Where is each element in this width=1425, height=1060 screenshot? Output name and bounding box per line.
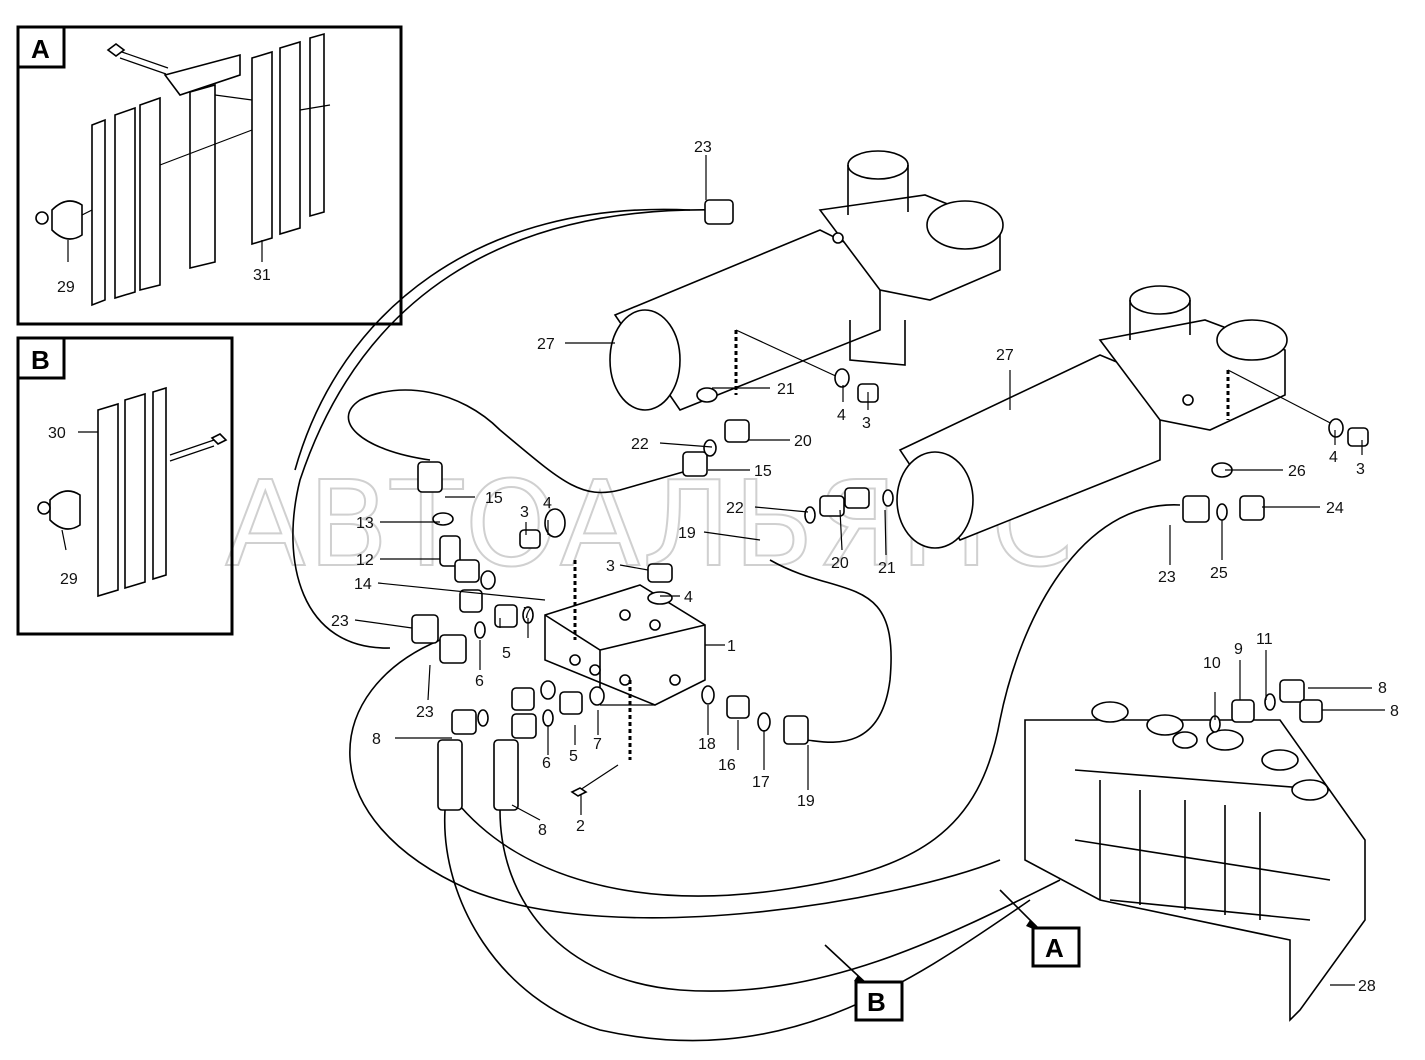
part-label: 26 <box>1288 463 1306 480</box>
part-label: 3 <box>1356 461 1365 478</box>
part-label: 7 <box>523 605 532 622</box>
part-label: 11 <box>1256 631 1273 648</box>
part-label: 16 <box>718 757 736 774</box>
part-label: 7 <box>593 736 602 753</box>
part-label: 25 <box>1210 565 1228 582</box>
part-label: 17 <box>752 774 770 791</box>
part-label: 21 <box>878 560 896 577</box>
part-label: 1 <box>727 638 736 655</box>
part-label: 9 <box>1234 641 1243 658</box>
part-label: 4 <box>543 495 552 512</box>
part-label: 2 <box>576 818 585 835</box>
fittings <box>411 199 1369 811</box>
part-label: 19 <box>678 525 696 542</box>
part-label: 18 <box>698 736 716 753</box>
part-label: 21 <box>777 381 795 398</box>
hydraulic-cylinder-lower <box>896 285 1341 549</box>
part-label: 23 <box>416 704 434 721</box>
part-label: 28 <box>1358 978 1376 995</box>
inset-a: A 29 31 <box>16 25 403 326</box>
part-label: 24 <box>1326 500 1344 517</box>
part-label: 8 <box>372 731 381 748</box>
part-label: 14 <box>354 576 372 593</box>
part-label: 20 <box>794 433 812 450</box>
inset-b: B 30 29 <box>16 336 234 636</box>
part-label: 22 <box>726 500 744 517</box>
hoses <box>292 208 1181 1042</box>
part-label: 22 <box>631 436 649 453</box>
hydraulic-cylinder-upper <box>609 150 1004 411</box>
inset-a-label-31: 31 <box>253 267 271 284</box>
part-labels: 23 27 21 4 3 22 20 15 27 4 3 26 24 15 13… <box>331 139 1399 995</box>
inset-b-label-30: 30 <box>48 425 66 442</box>
valve-block <box>544 560 706 797</box>
part-label: 8 <box>1378 680 1387 697</box>
inset-b-label-29: 29 <box>60 571 78 588</box>
part-label: 6 <box>475 673 484 690</box>
part-label: 20 <box>831 555 849 572</box>
part-label: 3 <box>862 415 871 432</box>
part-label: 4 <box>837 407 846 424</box>
part-label: 19 <box>797 793 815 810</box>
part-label: 23 <box>331 613 349 630</box>
svg-text:A: A <box>1045 933 1064 963</box>
svg-text:B: B <box>867 987 886 1017</box>
part-label: 27 <box>537 336 555 353</box>
part-label: 5 <box>569 748 578 765</box>
callout-a: A <box>1031 926 1081 968</box>
part-label: 15 <box>754 463 772 480</box>
part-label: 10 <box>1203 655 1221 672</box>
part-label: 8 <box>538 822 547 839</box>
part-label: 27 <box>996 347 1014 364</box>
inset-a-label-29: 29 <box>57 279 75 296</box>
inset-b-letter: B <box>31 345 50 375</box>
part-label: 8 <box>1390 703 1399 720</box>
part-label: 23 <box>1158 569 1176 586</box>
inset-a-letter: A <box>31 34 50 64</box>
part-label: 12 <box>356 552 374 569</box>
part-label: 4 <box>1329 449 1338 466</box>
part-label: 13 <box>356 515 374 532</box>
part-label: 3 <box>520 504 529 521</box>
part-label: 15 <box>485 490 503 507</box>
part-label: 6 <box>542 755 551 772</box>
part-label: 5 <box>502 645 511 662</box>
part-label: 3 <box>606 558 615 575</box>
part-label: 4 <box>684 589 693 606</box>
part-label: 23 <box>694 139 712 156</box>
callout-b: B <box>854 980 904 1022</box>
control-valve-assembly <box>1024 701 1366 1022</box>
